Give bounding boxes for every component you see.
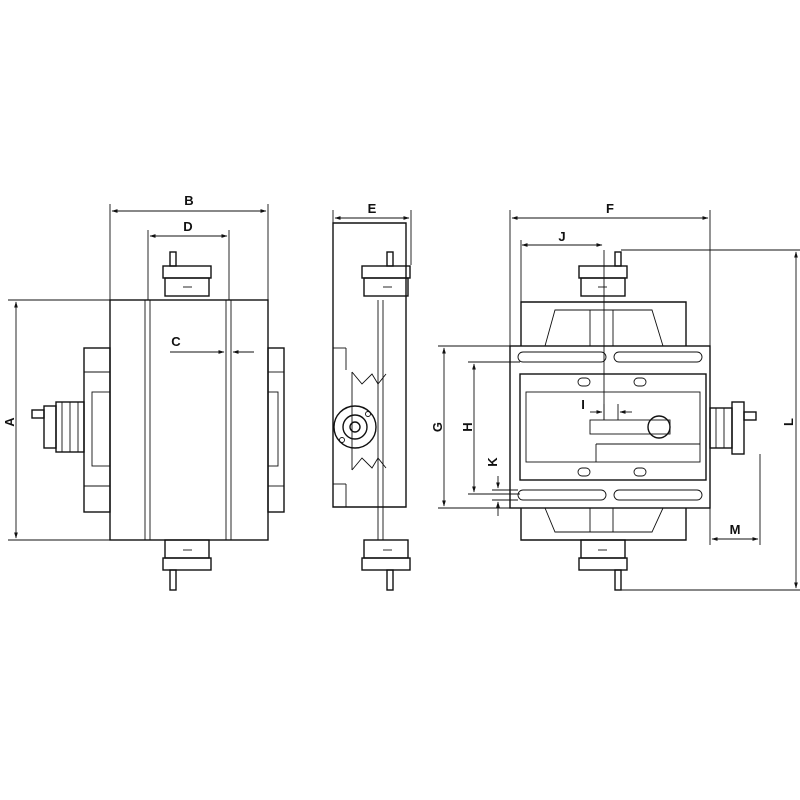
top-slot [613, 489, 703, 501]
dim-c: C [170, 334, 254, 354]
dim-label-f: F [606, 201, 614, 216]
dim-label-e: E [368, 201, 377, 216]
side-view [332, 222, 411, 591]
dim-m: M [709, 448, 761, 545]
dim-label-b: B [184, 193, 193, 208]
dim-label-l: L [781, 418, 796, 426]
top-upper-saddle [520, 301, 687, 346]
dim-label-i: I [581, 397, 585, 412]
dim-e: E [332, 201, 412, 265]
side-top-lead-screw [361, 251, 411, 297]
dim-f: F [509, 201, 711, 402]
top-base [509, 345, 711, 509]
dim-label-a: A [2, 417, 17, 427]
dim-label-h: H [460, 422, 475, 431]
dim-label-c: C [171, 334, 181, 349]
side-handwheel [333, 405, 377, 449]
top-slot [517, 489, 607, 501]
top-lower-lead-screw [578, 539, 628, 591]
dim-i: I [581, 397, 632, 420]
front-bottom-lead-screw [162, 539, 212, 591]
dim-d: D [147, 219, 230, 300]
dim-label-g: G [430, 422, 445, 432]
dim-label-d: D [183, 219, 192, 234]
top-view [509, 250, 757, 591]
front-left-side-plate [31, 347, 111, 513]
dim-k: K [485, 457, 518, 516]
top-locking-knob [647, 415, 671, 439]
top-slide-bar [589, 419, 671, 435]
dim-h: H [460, 361, 520, 495]
dim-label-m: M [730, 522, 741, 537]
top-upper-lead-screw [578, 251, 628, 297]
side-bottom-lead-screw [361, 539, 411, 591]
top-right-handwheel [709, 401, 757, 455]
dim-label-j: J [558, 229, 565, 244]
side-dovetail-lower [351, 457, 387, 471]
top-table [519, 373, 707, 481]
dim-label-k: K [485, 457, 500, 467]
side-dovetail-upper [351, 371, 387, 385]
dim-b: B [109, 193, 269, 300]
top-slot [613, 351, 703, 363]
front-main-body [109, 299, 269, 541]
side-outline [332, 222, 407, 508]
dim-a: A [2, 299, 110, 541]
front-top-lead-screw [162, 251, 212, 297]
front-right-side-plate [267, 347, 285, 513]
dim-j: J [520, 229, 603, 302]
front-view [31, 251, 285, 591]
top-slot [517, 351, 607, 363]
dim-l: L [621, 249, 800, 591]
